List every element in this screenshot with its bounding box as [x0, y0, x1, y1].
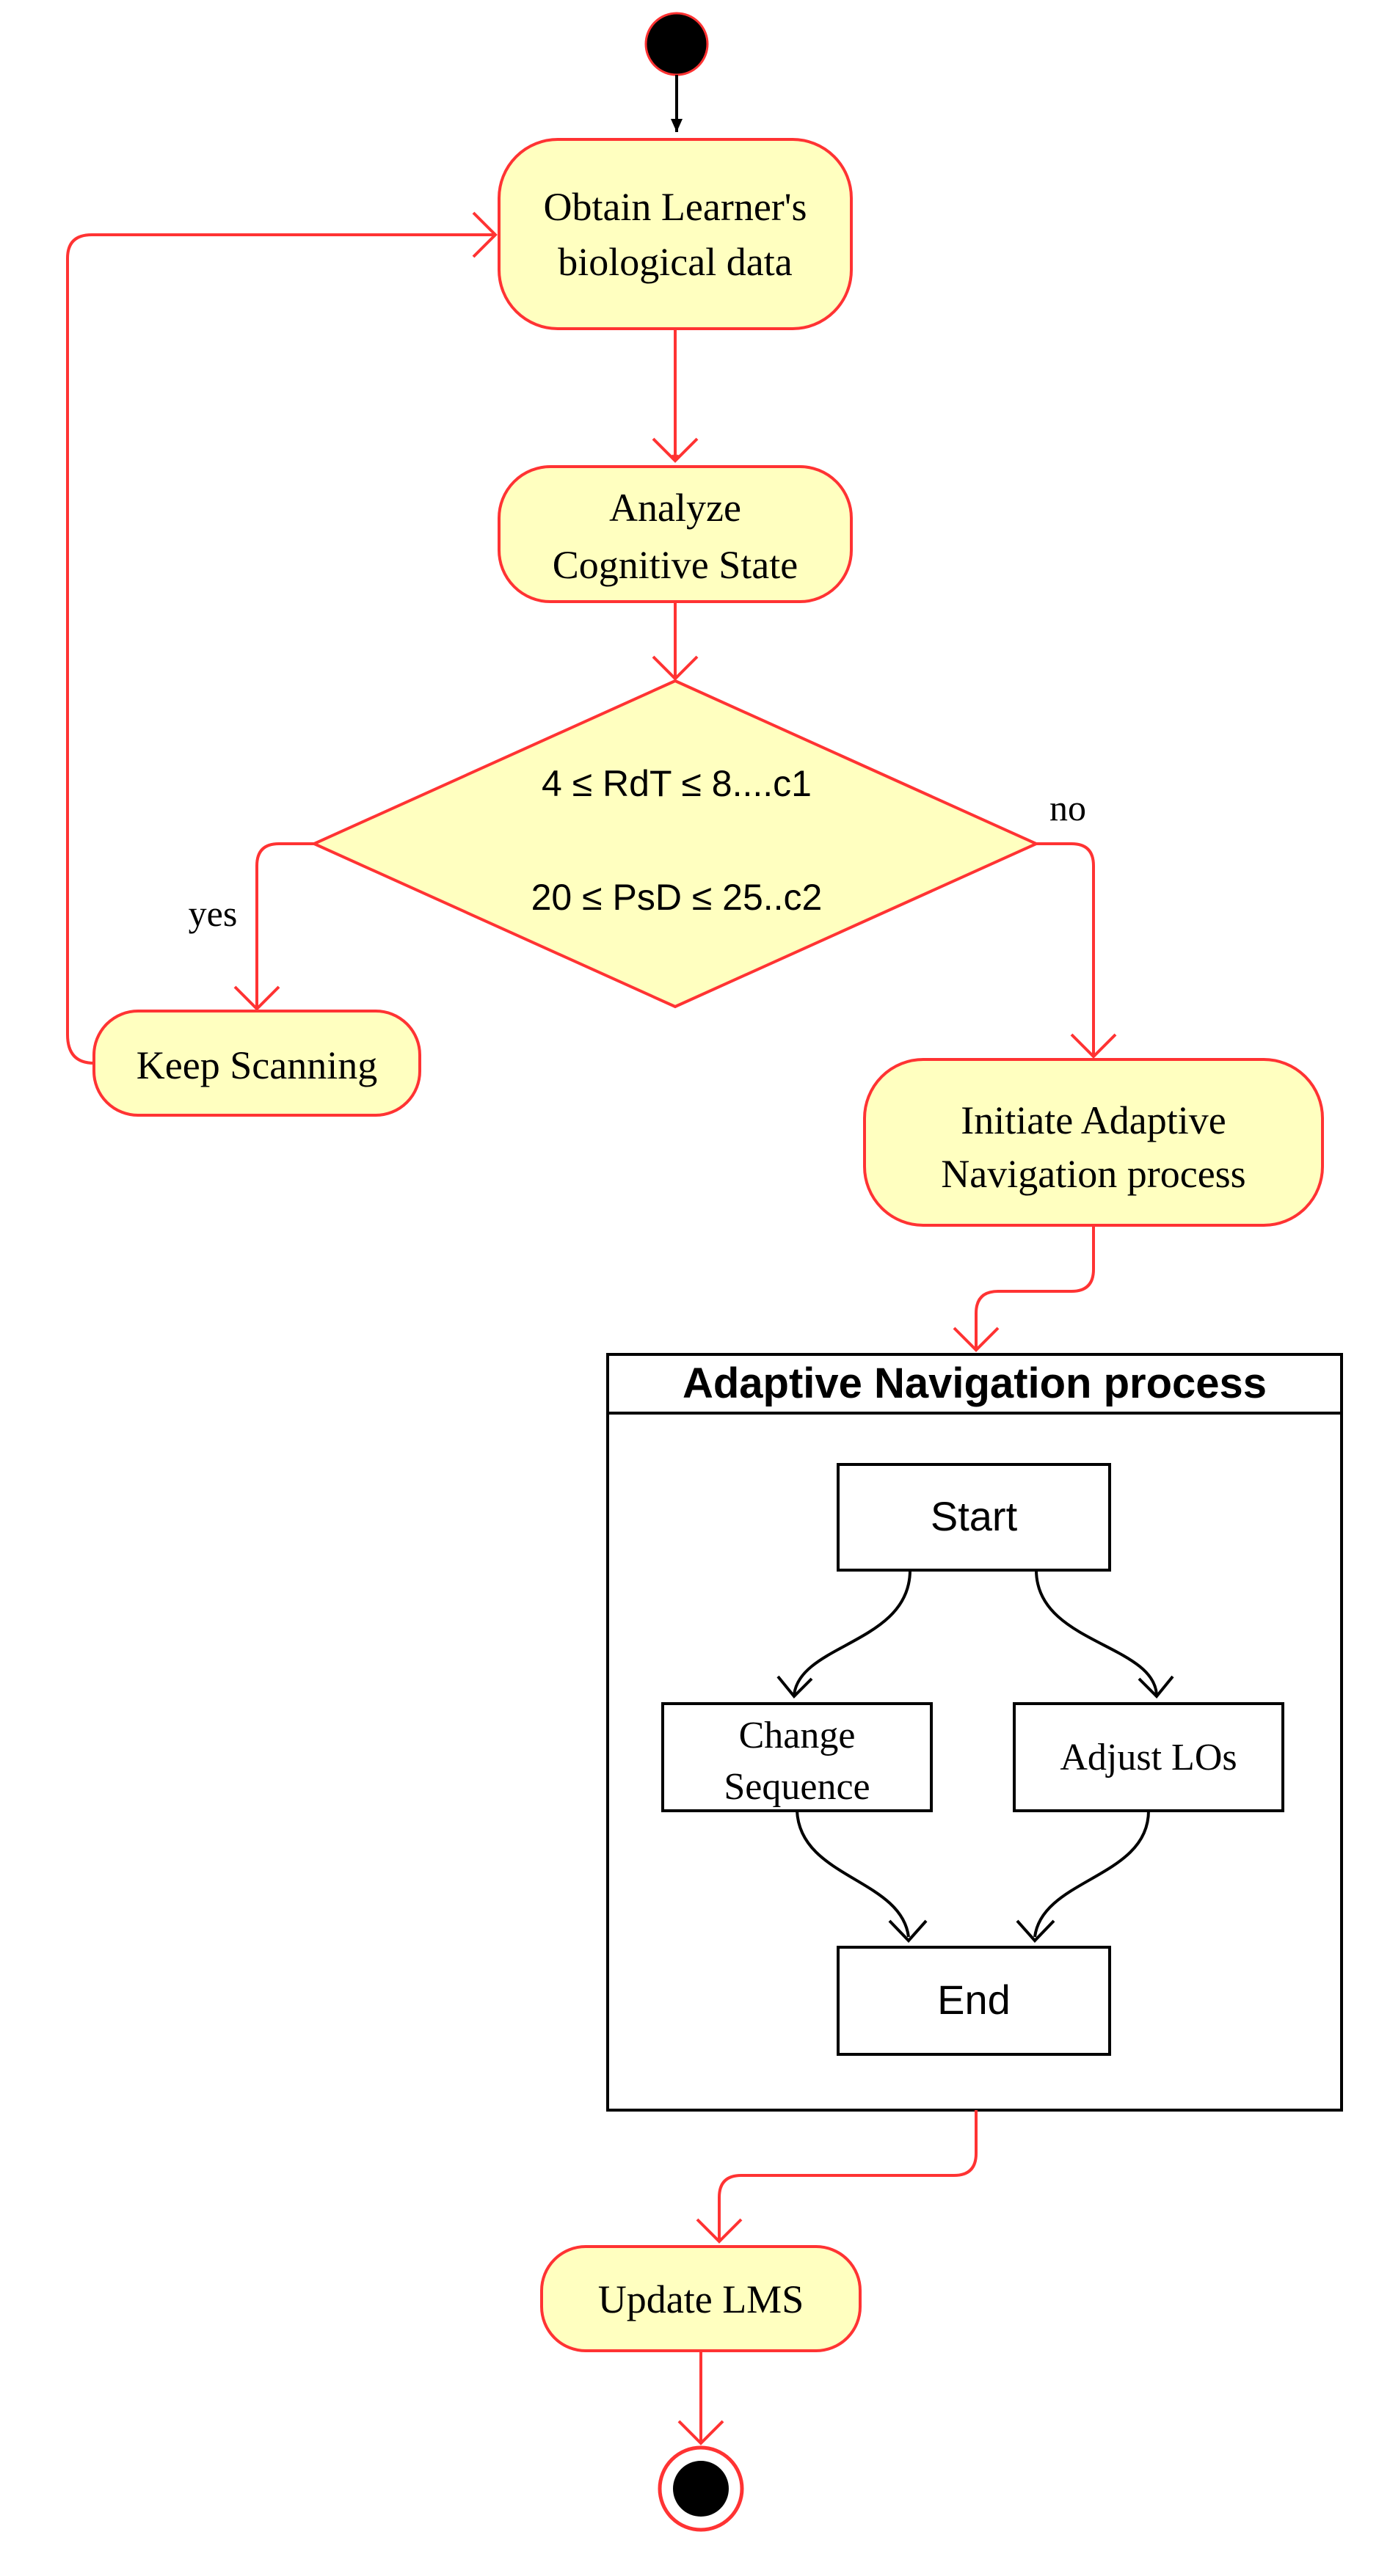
- edge-start-change-arrowhead: [776, 1675, 813, 1699]
- edge-subprocess-arrowhead: [696, 2218, 743, 2244]
- change-sequence-label-line1: Change: [739, 1715, 856, 1756]
- decision-condition-c2: 20 ≤ PsD ≤ 25..c2: [531, 877, 823, 918]
- edge-analyze-arrowhead: [652, 655, 699, 681]
- subprocess-end-label: End: [937, 1977, 1011, 2023]
- edge-change-end-arrowhead: [888, 1919, 928, 1943]
- yes-label: yes: [189, 893, 238, 934]
- edge-start-adjust-arrowhead: [1138, 1675, 1174, 1699]
- no-label: no: [1049, 787, 1086, 828]
- change-sequence-label-line2: Sequence: [724, 1766, 870, 1808]
- obtain-data-label-line1: Obtain Learner's: [543, 185, 807, 229]
- initiate-navigation-node: [863, 1058, 1324, 1227]
- decision-condition-c1: 4 ≤ RdT ≤ 8....c1: [542, 763, 812, 804]
- subprocess-end-node: [837, 1946, 1111, 2056]
- edge-loop-arrowhead: [472, 211, 498, 258]
- edge-keep-scanning-loop: [66, 233, 495, 1065]
- initiate-navigation-label-line2: Navigation process: [941, 1152, 1245, 1196]
- update-lms-label: Update LMS: [598, 2277, 804, 2321]
- edge-obtain-arrowhead: [652, 437, 699, 463]
- edge-subprocess-to-update: [718, 2110, 978, 2241]
- initiate-navigation-label-line1: Initiate Adaptive: [961, 1098, 1226, 1142]
- subprocess-start-label: Start: [931, 1493, 1018, 1539]
- edge-adjust-end-arrowhead: [1016, 1919, 1055, 1943]
- edge-decision-no: [1036, 842, 1095, 1057]
- analyze-state-label-line2: Cognitive State: [553, 543, 798, 587]
- adjust-los-label: Adjust LOs: [1060, 1737, 1237, 1778]
- keep-scanning-label: Keep Scanning: [137, 1043, 377, 1087]
- subprocess-start-node: [837, 1463, 1111, 1572]
- analyze-state-label-line1: Analyze: [609, 486, 741, 530]
- subprocess-title: Adaptive Navigation process: [683, 1360, 1267, 1407]
- edge-start-to-change: [793, 1569, 911, 1696]
- edge-start-to-adjust: [1035, 1569, 1158, 1696]
- change-sequence-node: [661, 1702, 933, 1812]
- final-node-core: [673, 2461, 729, 2517]
- edge-initiate-arrowhead: [953, 1327, 1000, 1352]
- obtain-data-label-line2: biological data: [558, 240, 792, 284]
- edge-initiate-to-subprocess: [975, 1225, 1095, 1350]
- edge-no-arrowhead: [1070, 1033, 1117, 1059]
- edge-yes-arrowhead: [233, 985, 280, 1011]
- edge-change-to-end: [796, 1810, 910, 1938]
- edge-adjust-to-end: [1033, 1810, 1150, 1938]
- edge-decision-yes: [255, 842, 314, 1009]
- adjust-los-node: [1013, 1702, 1284, 1812]
- edge-update-arrowhead: [677, 2420, 724, 2445]
- obtain-data-node: [498, 138, 853, 330]
- decision-node: [310, 679, 1040, 1009]
- initial-node: [644, 12, 709, 76]
